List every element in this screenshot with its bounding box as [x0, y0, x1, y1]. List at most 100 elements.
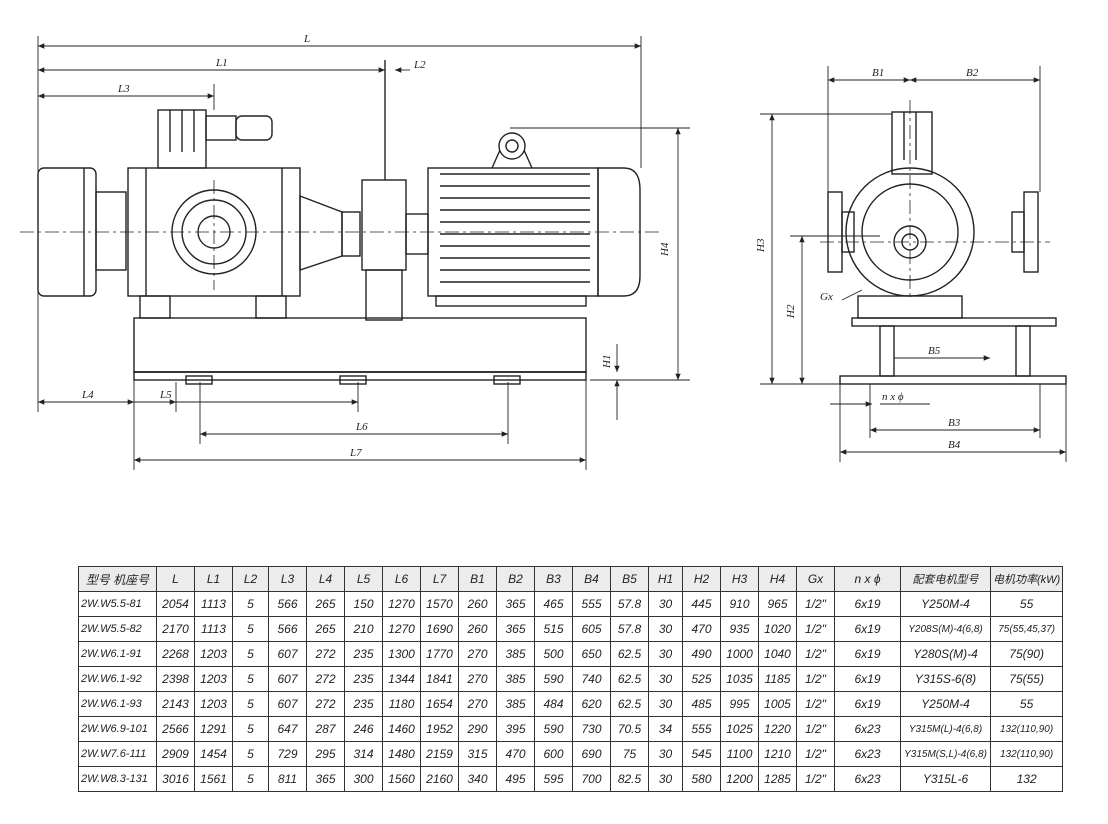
table-cell: 235: [344, 691, 383, 717]
table-cell: 1200: [720, 766, 759, 792]
table-cell: 132(110,90): [989, 716, 1064, 742]
table-cell: 2566: [156, 716, 195, 742]
table-cell: 445: [682, 591, 721, 617]
table-cell: 365: [496, 591, 535, 617]
table-cell: 1035: [720, 666, 759, 692]
table-header-cell: Gx: [796, 566, 835, 592]
coupling: [361, 179, 407, 271]
table-cell: 1203: [194, 691, 233, 717]
table-cell: 1561: [194, 766, 233, 792]
dim-Gx: Gx: [820, 291, 833, 303]
table-cell: 272: [306, 666, 345, 692]
table-cell: 1454: [194, 741, 233, 767]
table-cell: 2170: [156, 616, 195, 642]
dim-B3: B3: [948, 417, 961, 429]
dim-H2: H2: [785, 304, 797, 319]
table-cell: 5: [232, 766, 269, 792]
table-cell: 566: [268, 591, 307, 617]
table-cell: 1025: [720, 716, 759, 742]
table-cell: 1291: [194, 716, 233, 742]
table-header-cell: B2: [496, 566, 535, 592]
table-cell: 272: [306, 691, 345, 717]
table-cell: 5: [232, 691, 269, 717]
table-cell: 965: [758, 591, 797, 617]
table-header-cell: H2: [682, 566, 721, 592]
table-cell: 295: [306, 741, 345, 767]
table-cell: 6x19: [834, 666, 901, 692]
table-cell: 55: [989, 691, 1064, 717]
table-cell: 1/2": [796, 666, 835, 692]
table-cell: 385: [496, 666, 535, 692]
dim-B5: B5: [928, 345, 941, 357]
table-cell: 1300: [382, 641, 421, 667]
table-header-cell: n x ϕ: [834, 566, 901, 592]
table-cell: 485: [682, 691, 721, 717]
table-cell: 1/2": [796, 716, 835, 742]
table-cell: 75(55): [989, 666, 1064, 692]
table-cell: Y250M-4: [900, 691, 991, 717]
table-cell: 811: [268, 766, 307, 792]
table-cell: 5: [232, 666, 269, 692]
table-cell: 62.5: [610, 641, 649, 667]
table-cell: 57.8: [610, 616, 649, 642]
table-cell: 595: [534, 766, 573, 792]
table-cell: 6x23: [834, 716, 901, 742]
table-cell: 75: [610, 741, 649, 767]
table-cell: 2143: [156, 691, 195, 717]
table-header-cell: H3: [720, 566, 759, 592]
table-cell: 385: [496, 691, 535, 717]
table-header-cell: L4: [306, 566, 345, 592]
table-cell: 600: [534, 741, 573, 767]
table-cell: 607: [268, 691, 307, 717]
table-cell: 2268: [156, 641, 195, 667]
model-cell: 2W.W5.5-82: [78, 616, 157, 642]
model-cell: 2W.W5.5-81: [78, 591, 157, 617]
table-cell: 287: [306, 716, 345, 742]
table-cell: 1841: [420, 666, 459, 692]
dim-H1: H1: [601, 355, 613, 369]
table-header-cell: H1: [648, 566, 683, 592]
table-cell: 470: [496, 741, 535, 767]
table-cell: 270: [458, 641, 497, 667]
table-cell: 1/2": [796, 766, 835, 792]
table-cell: 75(90): [989, 641, 1064, 667]
dim-B4: B4: [948, 439, 961, 451]
table-cell: 5: [232, 641, 269, 667]
dim-L7: L7: [349, 447, 362, 459]
table-cell: 6x23: [834, 741, 901, 767]
table-header-cell: 电机功率(kW): [989, 566, 1064, 592]
pump-assembly-drawing: L L1 L2 L3 L4 L5 L6 L7 H4 H1 B1 B2 H3 H2…: [20, 33, 1067, 470]
dim-L2: L2: [413, 59, 426, 71]
table-cell: 690: [572, 741, 611, 767]
table-cell: 525: [682, 666, 721, 692]
table-cell: 132(110,90): [989, 741, 1064, 767]
dim-L1: L1: [215, 57, 228, 69]
table-cell: 1000: [720, 641, 759, 667]
table-cell: 607: [268, 666, 307, 692]
table-cell: 729: [268, 741, 307, 767]
table-cell: 235: [344, 666, 383, 692]
table-cell: 300: [344, 766, 383, 792]
table-cell: 2909: [156, 741, 195, 767]
table-header-cell: 型号 机座号: [78, 566, 157, 592]
table-header-cell: B4: [572, 566, 611, 592]
dim-L5: L5: [159, 389, 172, 401]
table-cell: 1185: [758, 666, 797, 692]
table-cell: 6x19: [834, 641, 901, 667]
table-cell: 395: [496, 716, 535, 742]
table-cell: Y315S-6(8): [900, 666, 991, 692]
table-cell: 1113: [194, 591, 233, 617]
table-cell: 30: [648, 616, 683, 642]
table-cell: 935: [720, 616, 759, 642]
table-cell: 1690: [420, 616, 459, 642]
table-cell: 730: [572, 716, 611, 742]
table-cell: Y208S(M)-4(6,8): [900, 616, 991, 642]
table-cell: 5: [232, 741, 269, 767]
model-cell: 2W.W6.9-101: [78, 716, 157, 742]
table-cell: 70.5: [610, 716, 649, 742]
table-cell: 272: [306, 641, 345, 667]
